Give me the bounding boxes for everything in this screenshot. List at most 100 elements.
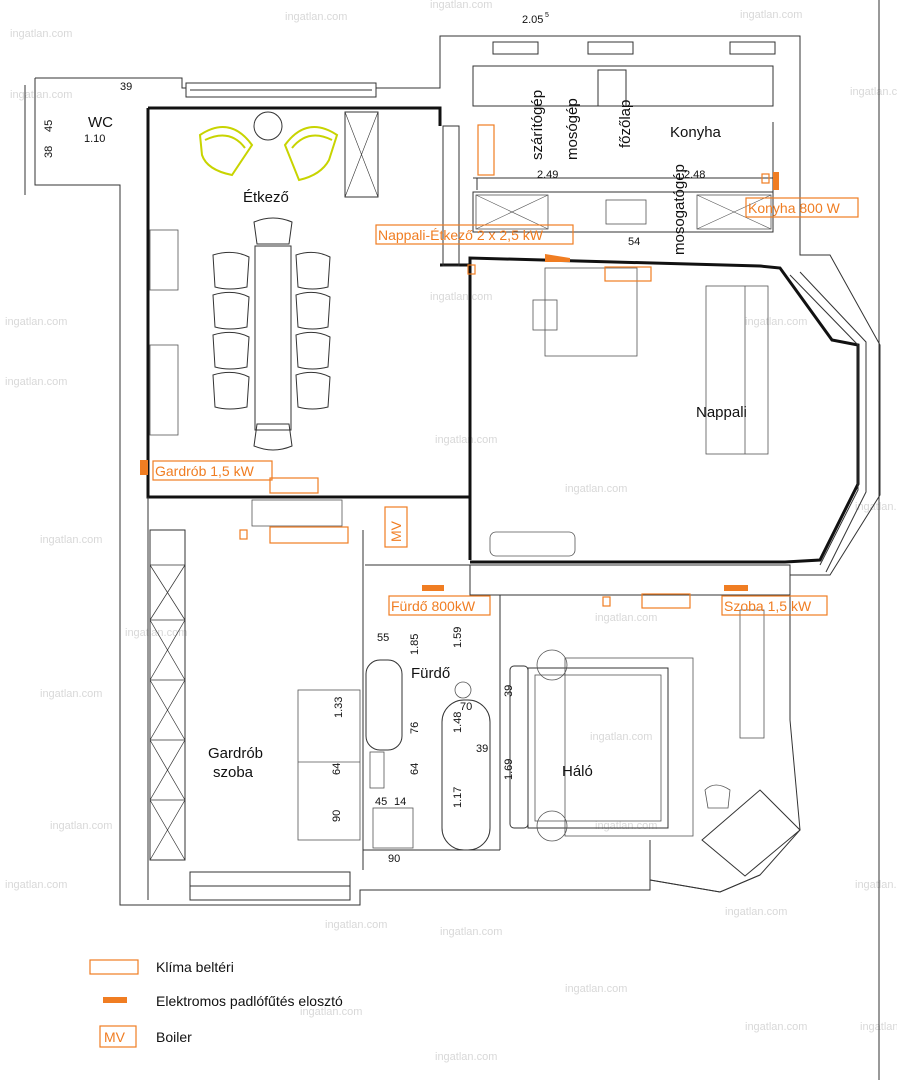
floor-heating-distributors — [140, 172, 779, 591]
watermark: ingatlan.com — [325, 919, 387, 931]
dimension-label: 39 — [120, 81, 132, 93]
dimension-label: 54 — [628, 236, 640, 248]
watermark: ingatlan.com — [595, 820, 657, 832]
dimension-label: 2.05 — [522, 14, 543, 26]
legend-klima: Klíma beltéri — [156, 959, 234, 975]
watermark: ingatlan.com — [285, 11, 347, 23]
heating-box — [375, 224, 574, 245]
watermark: ingatlan.com — [5, 316, 67, 328]
dimension-label: 39 — [503, 685, 515, 697]
dimension-label: 1.17 — [452, 787, 464, 808]
bedroom-furniture — [509, 609, 801, 893]
heating-nappali-etkezo: Nappali-Étkező 2 x 2,5 kW — [378, 227, 544, 243]
dimension-label: 64 — [409, 763, 421, 775]
heating-box — [152, 460, 273, 481]
dimension-label: 64 — [331, 763, 343, 775]
room-label-szoba: szoba — [213, 764, 254, 781]
walls — [146, 106, 860, 564]
watermark: ingatlan.com — [565, 983, 627, 995]
label-mosogep: mosógép — [564, 98, 581, 160]
dining-furniture — [149, 111, 379, 451]
legend-padlofutes: Elektromos padlófűtés elosztó — [156, 993, 343, 1009]
room-label-nappali: Nappali — [696, 404, 747, 421]
dimension-label: 90 — [331, 810, 343, 822]
lower-walls — [147, 497, 790, 900]
dimension-label: 39 — [476, 743, 488, 755]
dimension-label: 70 — [460, 701, 472, 713]
lounge-chairs — [198, 126, 339, 182]
label-fozolap: főzőlap — [617, 100, 634, 148]
living-furniture — [489, 267, 769, 557]
legend-boiler: Boiler — [156, 1029, 192, 1045]
legend: Klíma beltéri Elektromos padlófűtés elos… — [89, 959, 343, 1048]
watermark: ingatlan.com — [125, 627, 187, 639]
watermark: ingatlan.com — [855, 879, 897, 891]
label-mosogatogep: mosogatógép — [671, 164, 688, 255]
heating-gardrob: Gardrób 1,5 kW — [155, 463, 255, 479]
room-label-konyha: Konyha — [670, 124, 722, 141]
dimensions: 2.05 5 39 45 38 1.10 2.49 2.48 54 55 1.8… — [43, 12, 705, 865]
dimension-label: 38 — [43, 146, 55, 158]
watermark: ingatlan.com — [10, 28, 72, 40]
room-label-furdo: Fürdő — [411, 665, 450, 682]
dimension-label: 1.10 — [84, 133, 105, 145]
dimension-label: 1.48 — [452, 712, 464, 733]
watermark: ingatlan.com — [50, 820, 112, 832]
watermark: ingatlan.com — [595, 612, 657, 624]
dimension-label: 2.49 — [537, 169, 558, 181]
watermark: ingatlan.com — [430, 291, 492, 303]
watermark: ingatlan.com — [855, 501, 897, 513]
bathroom-fixtures — [365, 659, 491, 851]
heating-szoba: Szoba 1,5 kW — [724, 598, 812, 614]
heating-labels: Nappali-Étkező 2 x 2,5 kW Konyha 800 W G… — [152, 197, 859, 616]
dimension-label: 1.69 — [503, 759, 515, 780]
watermark: ingatlan.com — [430, 0, 492, 11]
kitchen-furniture — [442, 65, 774, 267]
watermark: ingatlan.com — [565, 483, 627, 495]
dimension-label: 76 — [409, 722, 421, 734]
dimension-label: 2.48 — [684, 169, 705, 181]
watermark: ingatlan.com — [5, 376, 67, 388]
watermark: ingatlan.com — [590, 731, 652, 743]
label-szaritogep: szárítógép — [529, 90, 546, 160]
legend-boiler-swatch — [99, 1025, 137, 1048]
watermark: ingatlan.com — [850, 86, 897, 98]
watermark: ingatlan.com — [300, 1006, 362, 1018]
watermark: ingatlan.com — [10, 89, 72, 101]
watermark: ingatlan.com — [745, 1021, 807, 1033]
watermark: ingatlan.com — [740, 9, 802, 21]
heating-konyha: Konyha 800 W — [748, 200, 841, 216]
dimension-label: 1.85 — [409, 634, 421, 655]
watermark: ingatlan.com — [725, 906, 787, 918]
watermarks: ingatlan.com ingatlan.com ingatlan.com i… — [5, 0, 897, 1063]
dimension-label: 1.59 — [452, 627, 464, 648]
boiler-tag: MV — [388, 520, 404, 542]
dimension-label: 90 — [388, 853, 400, 865]
heating-box — [388, 595, 491, 616]
windows — [185, 41, 867, 901]
watermark: ingatlan.com — [435, 434, 497, 446]
heating-box — [721, 595, 828, 616]
climate-units — [239, 124, 770, 609]
heating-box — [745, 197, 859, 218]
watermark: ingatlan.com — [440, 926, 502, 938]
dimension-label: 55 — [377, 632, 389, 644]
room-label-wc: WC — [88, 114, 113, 131]
watermark: ingatlan.com — [40, 688, 102, 700]
dimension-label: 45 — [375, 796, 387, 808]
heating-furdo: Fürdő 800kW — [391, 598, 476, 614]
watermark: ingatlan.com — [435, 1051, 497, 1063]
room-label-gardrob: Gardrób — [208, 745, 263, 762]
watermark: ingatlan.com — [40, 534, 102, 546]
legend-mv-tag: MV — [104, 1029, 126, 1045]
room-label-halo: Háló — [562, 763, 593, 780]
watermark: ingatlan.com — [745, 316, 807, 328]
dimension-label: 14 — [394, 796, 406, 808]
room-label-etkezo: Étkező — [243, 189, 289, 206]
boiler-box — [384, 506, 408, 548]
watermark: ingatlan.com — [5, 879, 67, 891]
dimension-label: 1.33 — [333, 697, 345, 718]
dimension-label: 45 — [43, 120, 55, 132]
legend-distributor-swatch — [103, 997, 127, 1003]
